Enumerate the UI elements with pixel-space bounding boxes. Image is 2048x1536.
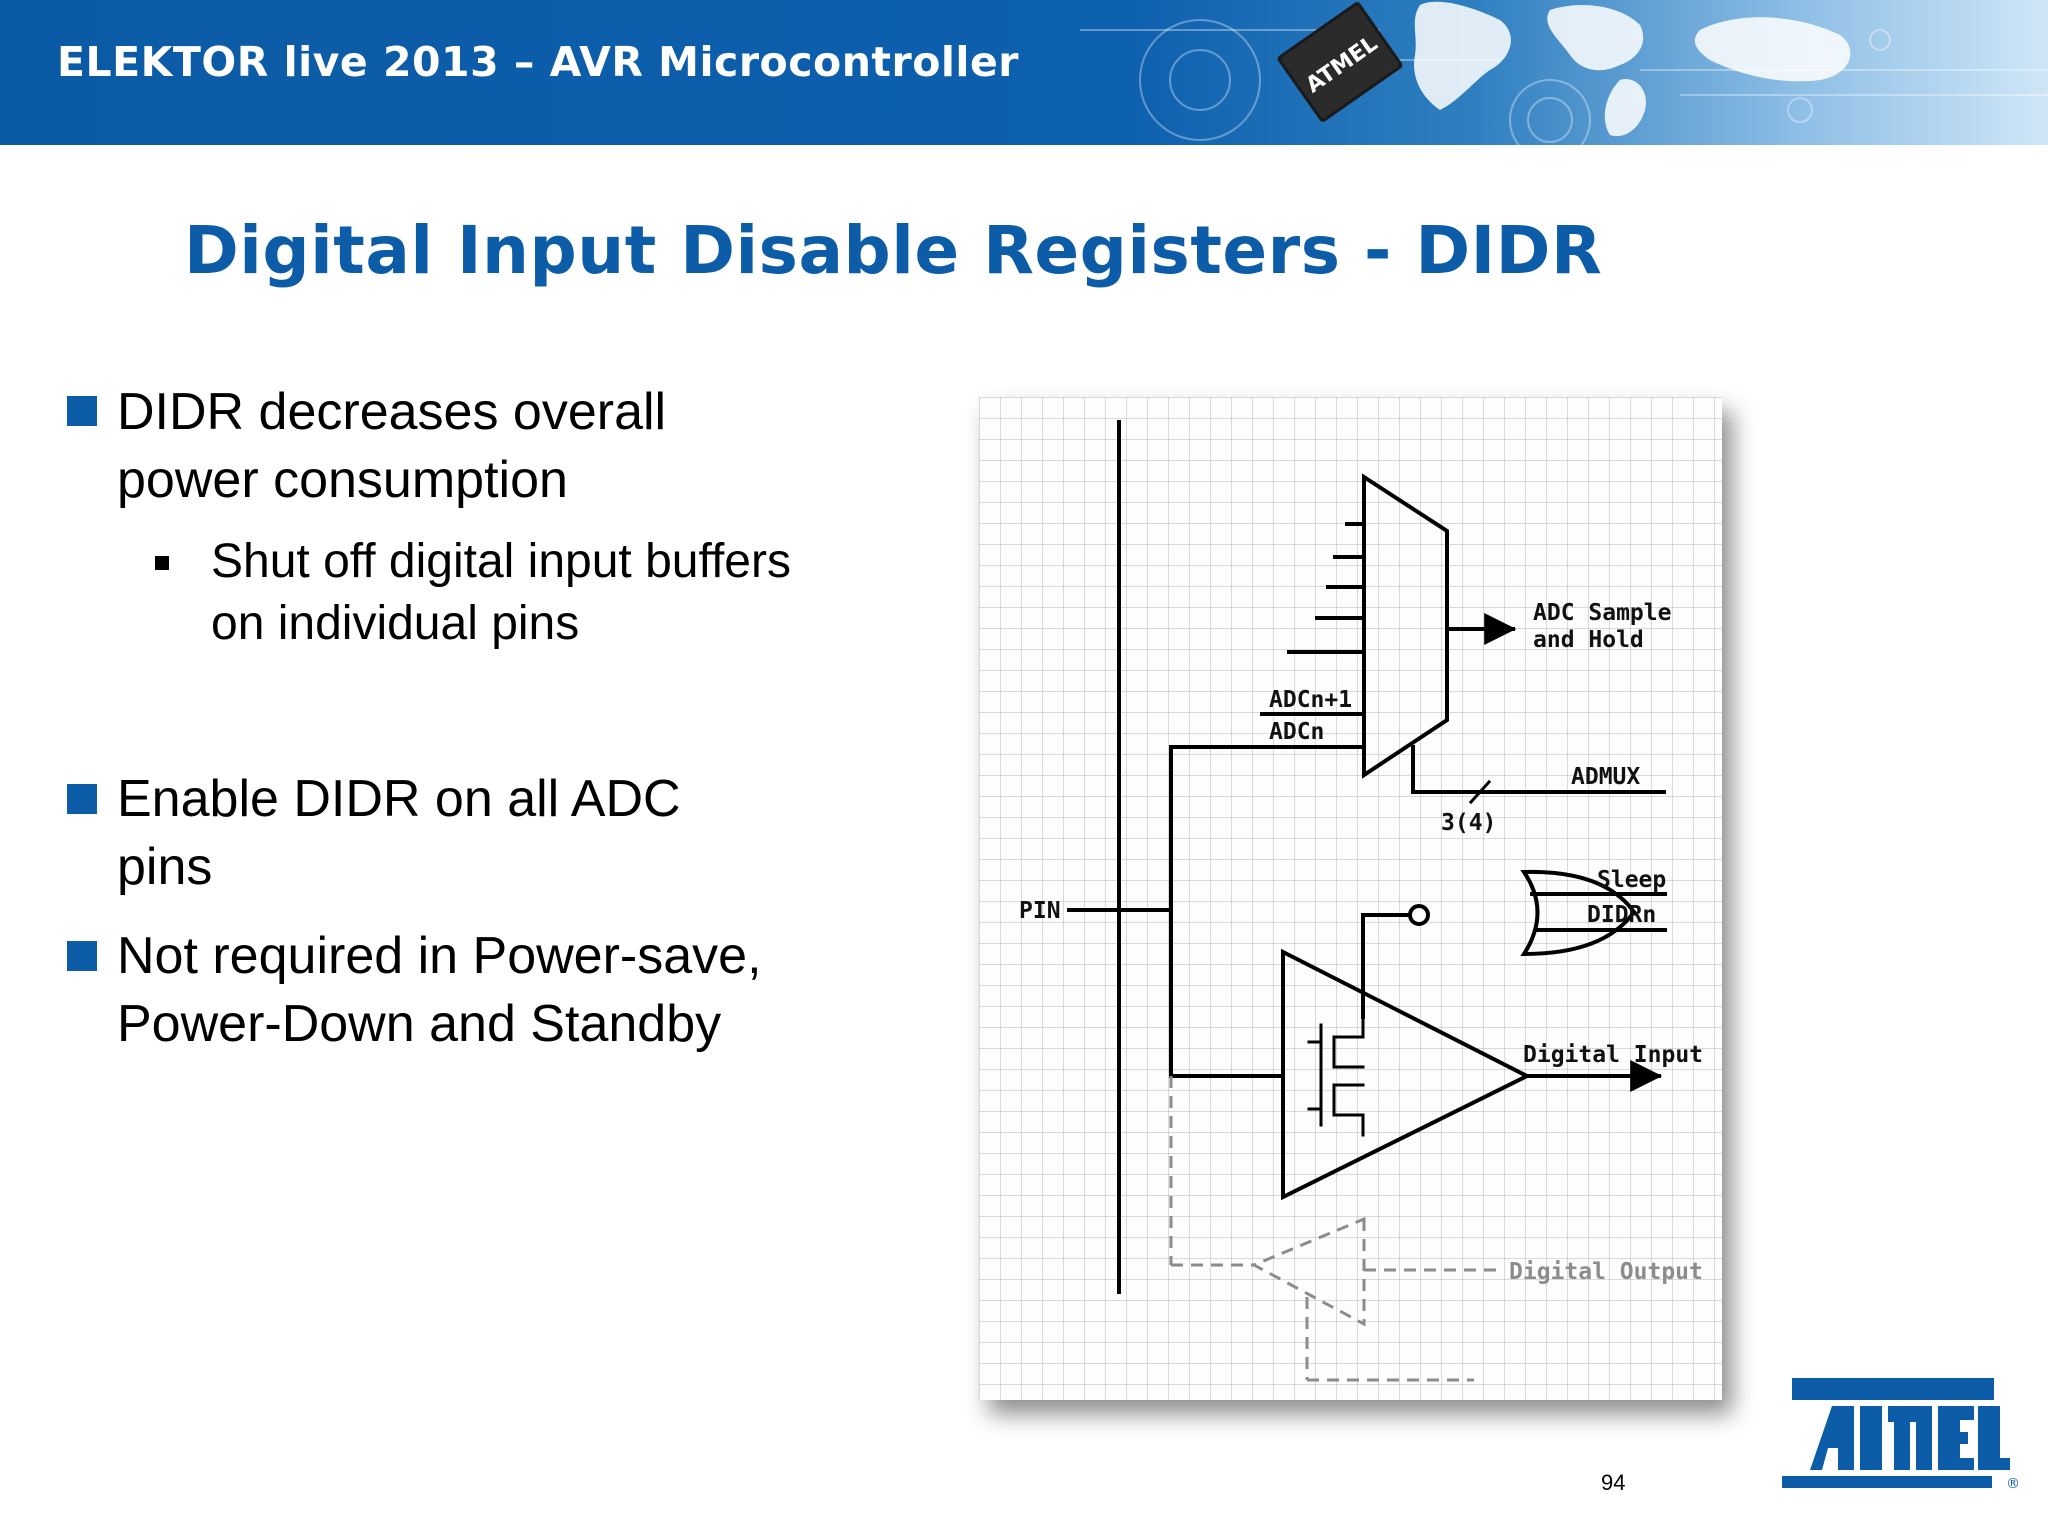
bullet-enable-line1: Enable DIDR on all ADC xyxy=(117,770,681,828)
multiplexer xyxy=(1362,473,1449,779)
bullet-marker xyxy=(67,396,97,426)
bullet-marker xyxy=(67,784,97,814)
banner-artwork: ATMEL xyxy=(1080,1,2048,145)
svg-text:®: ® xyxy=(2006,1476,2020,1492)
bullet-enable-line2: pins xyxy=(117,838,213,896)
didr-schematic: ADC Sample and Hold ADCn+1 ADCn ADMUX 3(… xyxy=(979,397,1722,1400)
bullet-notrequired-line1: Not required in Power-save, xyxy=(117,927,762,985)
label-admux: ADMUX xyxy=(1571,764,1640,790)
label-adcn: ADCn xyxy=(1269,719,1324,745)
page-number: 94 xyxy=(1601,1470,1626,1495)
label-bus-width: 3(4) xyxy=(1441,810,1496,836)
label-sleep: Sleep xyxy=(1597,867,1666,893)
header-banner: ATMEL ELEKTOR live 2013 – AVR Microcontr… xyxy=(0,0,2048,145)
label-and-hold: and Hold xyxy=(1533,627,1644,653)
label-adcn1: ADCn+1 xyxy=(1269,687,1352,713)
label-pin: PIN xyxy=(1019,898,1061,924)
output-driver xyxy=(1250,1216,1366,1327)
bullet-power-line2: power consumption xyxy=(117,451,568,509)
label-didrn: DIDRn xyxy=(1587,902,1656,928)
sub-bullet-buffers-line2: on individual pins xyxy=(211,597,580,650)
schematic-drawing: ADC Sample and Hold ADCn+1 ADCn ADMUX 3(… xyxy=(1019,420,1703,1382)
header-title: ELEKTOR live 2013 – AVR Microcontroller xyxy=(57,38,1019,86)
bullet-power-line1: DIDR decreases overall xyxy=(117,383,667,441)
nor-gate xyxy=(1520,869,1637,957)
sub-bullet-marker xyxy=(155,556,169,570)
slide-title: Digital Input Disable Registers - DIDR xyxy=(184,212,1603,289)
label-adc-sample: ADC Sample xyxy=(1533,600,1671,626)
label-digital-input: Digital Input xyxy=(1523,1042,1703,1068)
sub-bullet-buffers-line1: Shut off digital input buffers xyxy=(211,535,791,588)
atmel-logo: ® xyxy=(1782,1378,2020,1492)
bullet-marker xyxy=(67,941,97,971)
label-digital-output: Digital Output xyxy=(1509,1259,1703,1285)
bullet-notrequired-line2: Power-Down and Standby xyxy=(117,995,722,1053)
input-buffer xyxy=(1281,948,1532,1201)
